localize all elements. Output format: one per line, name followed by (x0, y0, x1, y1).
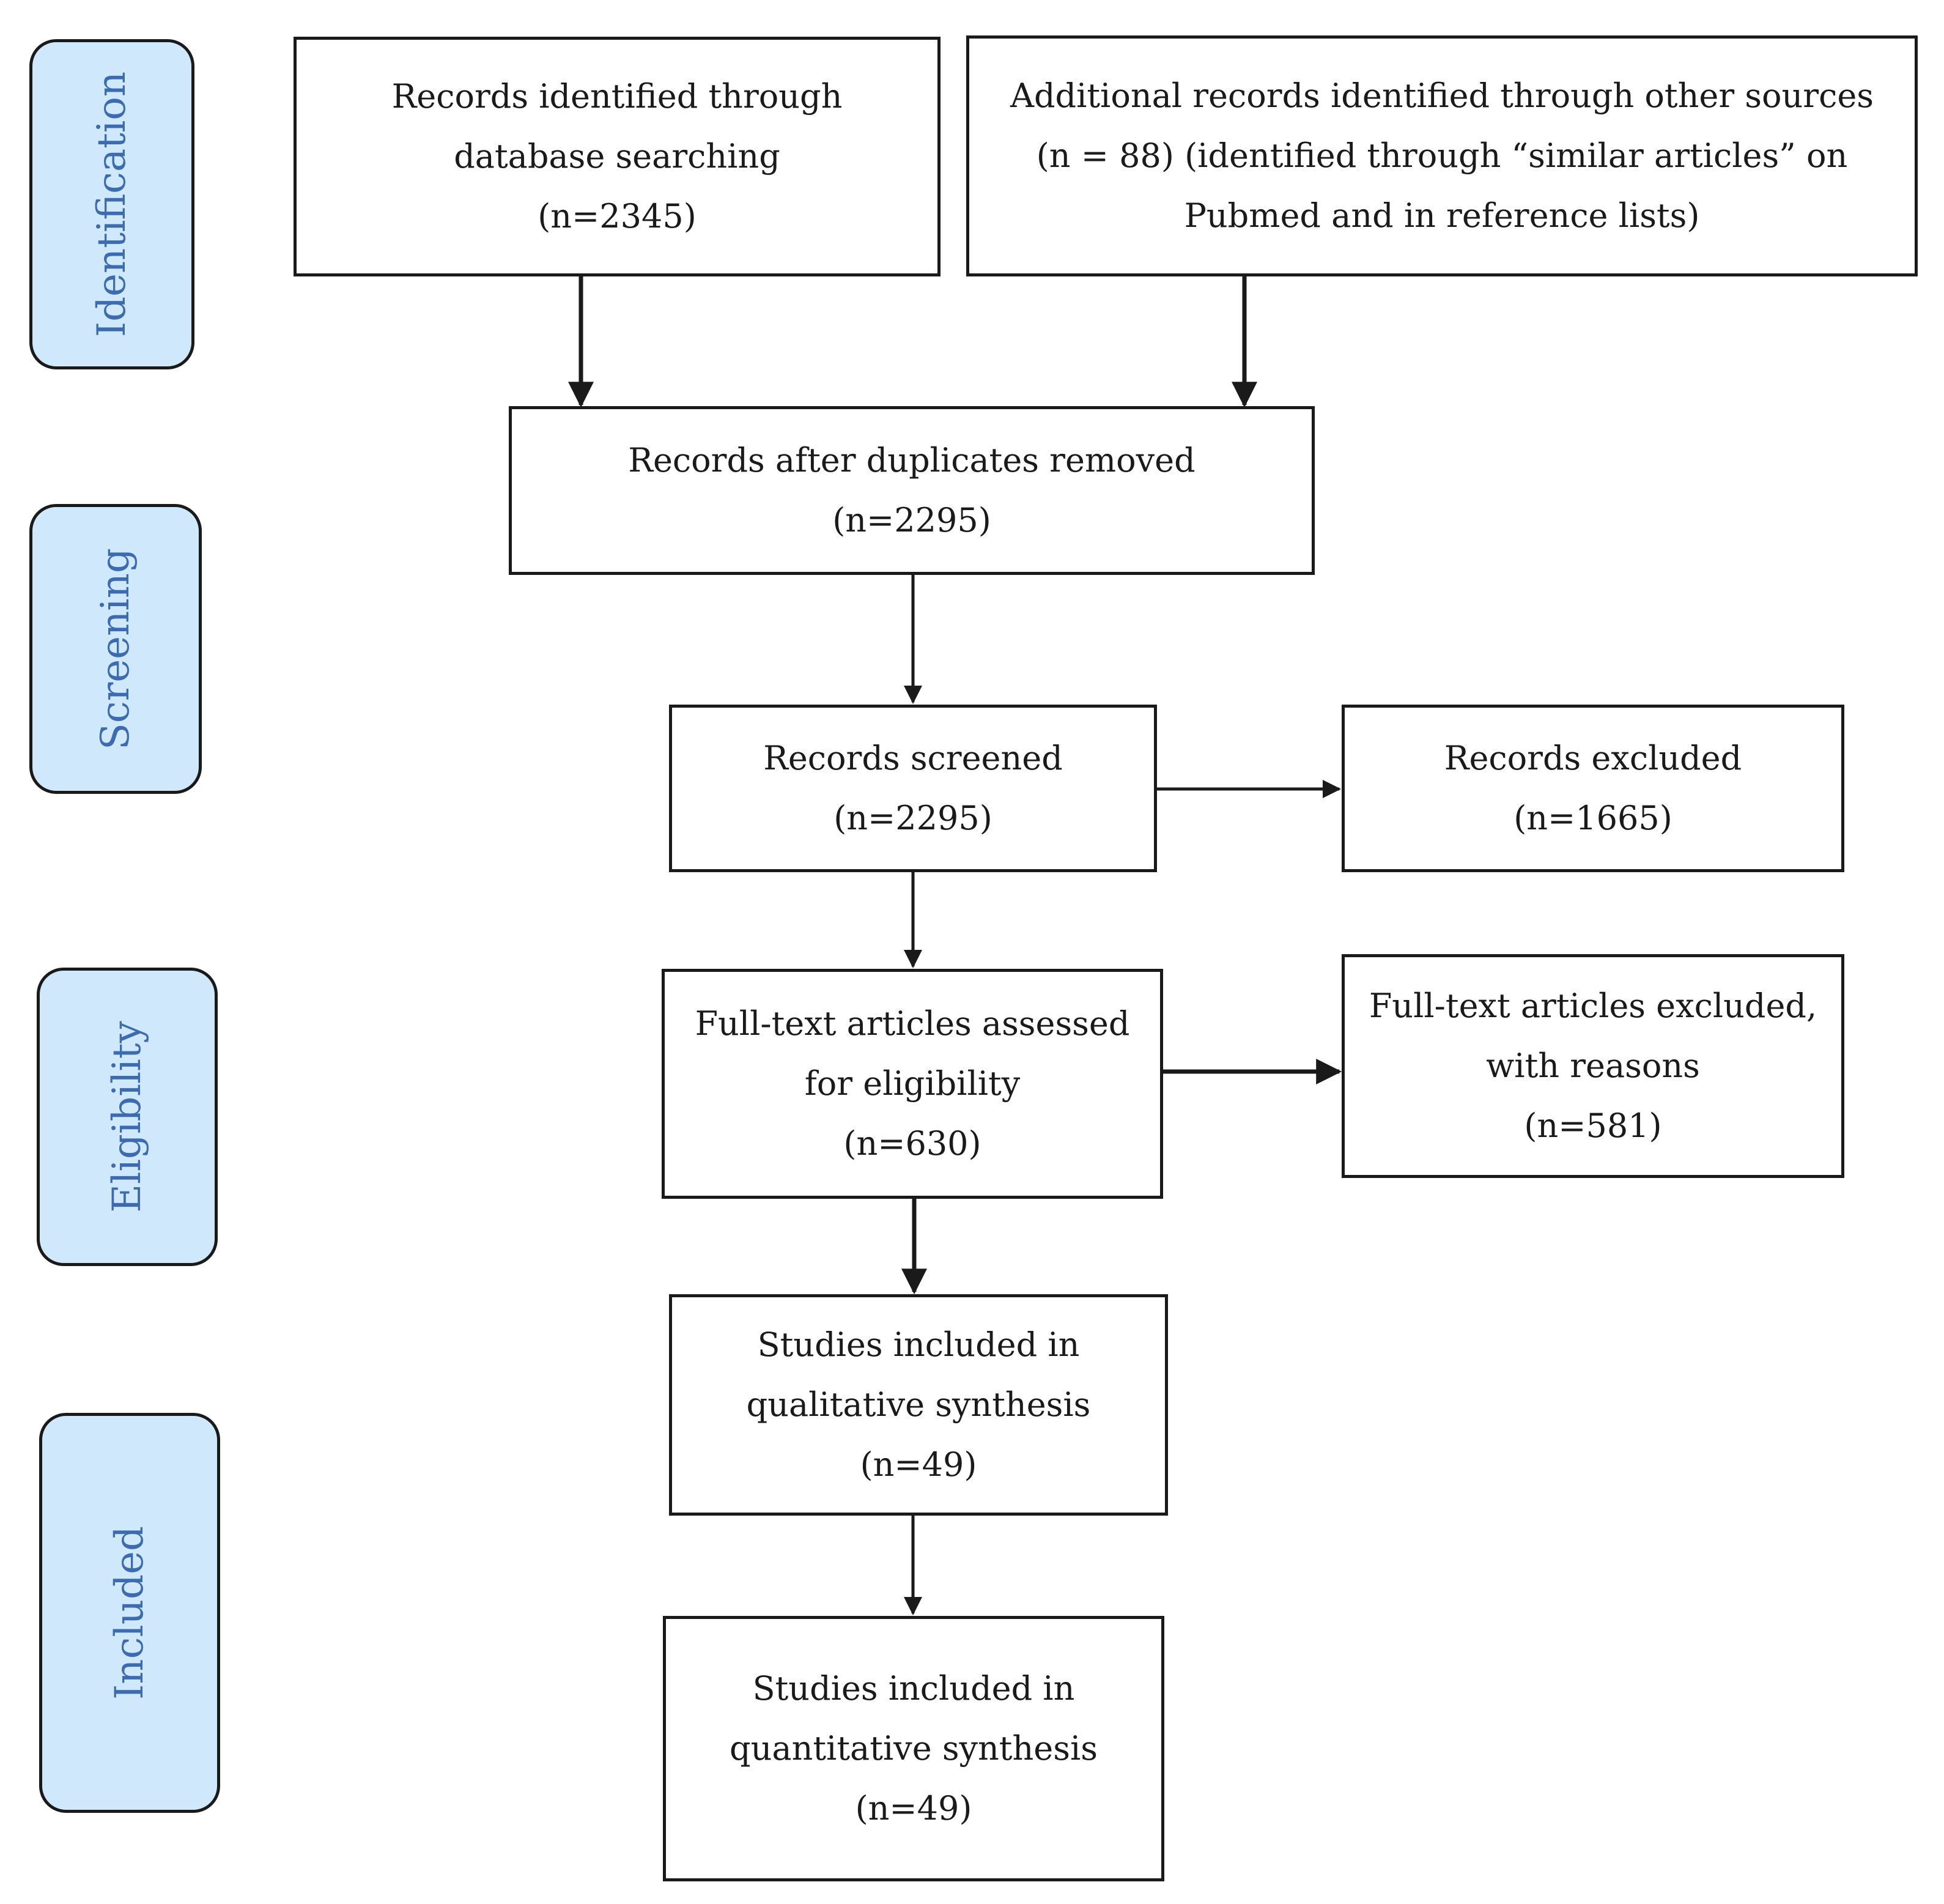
box-line: (n=630) (843, 1124, 981, 1163)
stage-included: Included (39, 1413, 220, 1813)
box-line: Studies included in (757, 1325, 1080, 1364)
fulltext-excluded-box: Full-text articles excluded, with reason… (1342, 954, 1844, 1178)
box-line: database searching (454, 137, 780, 176)
box-line: Full-text articles excluded, (1369, 987, 1817, 1025)
box-line: qualitative synthesis (746, 1385, 1091, 1424)
box-line: Records excluded (1444, 739, 1742, 777)
box-line: with reasons (1486, 1046, 1700, 1085)
box-line: Studies included in (752, 1669, 1075, 1708)
additional-records-box: Additional records identified through ot… (966, 35, 1918, 276)
box-line: Additional records identified through ot… (1010, 76, 1874, 115)
box-line: Records identified through (391, 77, 843, 116)
box-line: for eligibility (804, 1064, 1021, 1103)
box-line: Records screened (763, 739, 1063, 777)
box-line: Full-text articles assessed (695, 1004, 1130, 1043)
records-identified-box: Records identified through database sear… (294, 37, 941, 276)
box-line: (n = 88) (identified through “similar ar… (1036, 136, 1848, 175)
duplicates-removed-box: Records after duplicates removed (n=2295… (509, 406, 1315, 575)
box-line: Records after duplicates removed (628, 441, 1196, 480)
box-line: (n=2295) (832, 501, 991, 539)
box-line: (n=2295) (833, 799, 992, 837)
stage-eligibility: Eligibility (37, 968, 218, 1266)
box-line: quantitative synthesis (730, 1729, 1098, 1768)
qualitative-synthesis-box: Studies included in qualitative synthesi… (669, 1294, 1168, 1516)
quantitative-synthesis-box: Studies included in quantitative synthes… (663, 1616, 1164, 1881)
box-line: (n=49) (855, 1789, 972, 1828)
box-line: (n=1665) (1513, 799, 1672, 837)
records-excluded-box: Records excluded (n=1665) (1342, 705, 1844, 872)
stage-screening: Screening (29, 504, 202, 794)
stage-identification: Identification (29, 39, 194, 369)
box-line: (n=49) (860, 1445, 977, 1484)
box-line: (n=581) (1524, 1106, 1662, 1145)
box-line: Pubmed and in reference lists) (1184, 196, 1700, 235)
fulltext-assessed-box: Full-text articles assessed for eligibil… (662, 969, 1163, 1199)
box-line: (n=2345) (538, 197, 697, 235)
records-screened-box: Records screened (n=2295) (669, 705, 1157, 872)
